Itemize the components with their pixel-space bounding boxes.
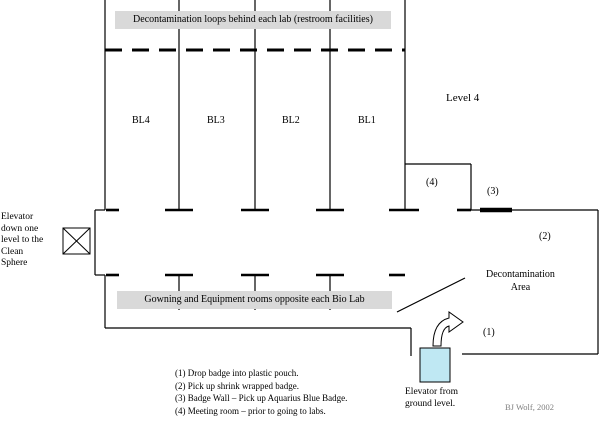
legend: (1) Drop badge into plastic pouch. (2) P… <box>175 367 347 417</box>
bottom-banner: Gowning and Equipment rooms opposite eac… <box>117 291 392 309</box>
top-banner: Decontamination loops behind each lab (r… <box>115 11 391 29</box>
decon-area-label: Decontamination Area <box>486 269 555 293</box>
lab-label-bl4: BL4 <box>132 115 150 126</box>
legend-item-1: (1) Drop badge into plastic pouch. <box>175 368 299 378</box>
marker-meeting-room: (4) <box>426 177 438 188</box>
elevator-ground-icon <box>419 347 451 383</box>
level-title: Level 4 <box>446 92 480 104</box>
marker-pouch: (1) <box>483 327 495 338</box>
elevator-ground-label: Elevator from ground level. <box>405 387 459 409</box>
marker-badge-wall: (3) <box>487 186 499 197</box>
lab-label-bl3: BL3 <box>207 115 225 126</box>
legend-item-2: (2) Pick up shrink wrapped badge. <box>175 380 299 391</box>
lab-label-bl1: BL1 <box>358 115 376 126</box>
legend-item-4: (4) Meeting room – prior to going to lab… <box>175 405 326 416</box>
legend-item-3: (3) Badge Wall – Pick up Aquarius Blue B… <box>175 393 348 403</box>
decon-diagonal-wall <box>396 277 466 313</box>
entry-arrow-icon <box>432 311 464 347</box>
elevator-clean-sphere-label: Elevator down one level to the Clean Sph… <box>1 212 44 268</box>
credit: BJ Wolf, 2002 <box>505 402 554 412</box>
lab-label-bl2: BL2 <box>282 115 300 126</box>
marker-shrink-wrap: (2) <box>539 231 551 242</box>
